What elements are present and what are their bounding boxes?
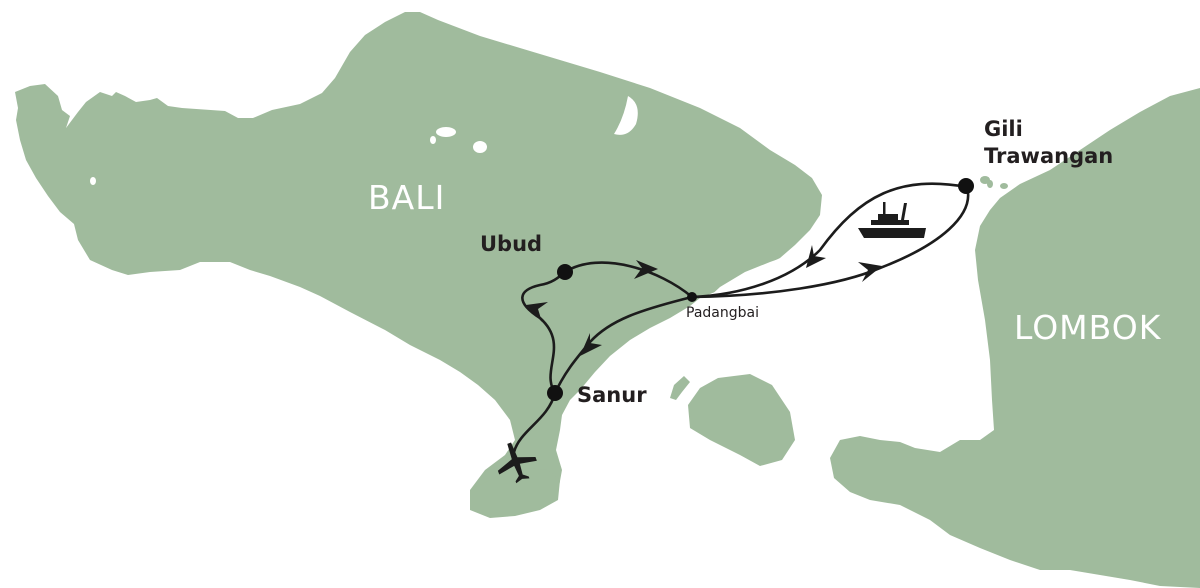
nusa-penida (688, 374, 795, 466)
lake (430, 136, 436, 144)
lake (436, 127, 456, 137)
lake (90, 177, 96, 185)
bukit-peninsula (470, 468, 560, 518)
gili-island (987, 180, 993, 188)
route-padangbai-sanur (553, 295, 694, 395)
stop-padangbai-marker[interactable] (687, 292, 697, 302)
route-sanur-ubud (521, 270, 567, 395)
stop-gili-marker[interactable] (958, 178, 974, 194)
bali-island (15, 12, 822, 516)
ferry-icon (858, 202, 926, 238)
arrow-icon (580, 333, 602, 356)
route-ubud-padangbai (563, 261, 694, 299)
gili-line-1: Gili (984, 117, 1023, 141)
bay (706, 255, 800, 300)
lake (473, 141, 487, 153)
arrow-icon (526, 302, 548, 322)
stop-ubud-marker[interactable] (557, 264, 573, 280)
nusa-lembongan (670, 376, 690, 400)
arrow-icon (634, 260, 658, 279)
town-label-gili-trawangan: Gili Trawangan (984, 116, 1113, 170)
airplane-icon (497, 442, 537, 484)
route-padangbai-gili (690, 185, 970, 299)
arrow-icon (806, 245, 826, 268)
route-gili-padangbai (690, 182, 969, 299)
lake (614, 96, 638, 135)
arrow-icon (858, 262, 882, 282)
lombok-island (830, 88, 1200, 588)
island-label-lombok: LOMBOK (1014, 308, 1162, 347)
gili-island (1000, 183, 1008, 189)
gili-line-2: Trawangan (984, 144, 1114, 168)
town-label-padangbai: Padangbai (686, 305, 759, 321)
island-label-bali: BALI (368, 178, 446, 217)
stop-sanur-marker[interactable] (547, 385, 563, 401)
town-label-ubud: Ubud (480, 232, 543, 256)
town-label-sanur: Sanur (577, 383, 647, 407)
